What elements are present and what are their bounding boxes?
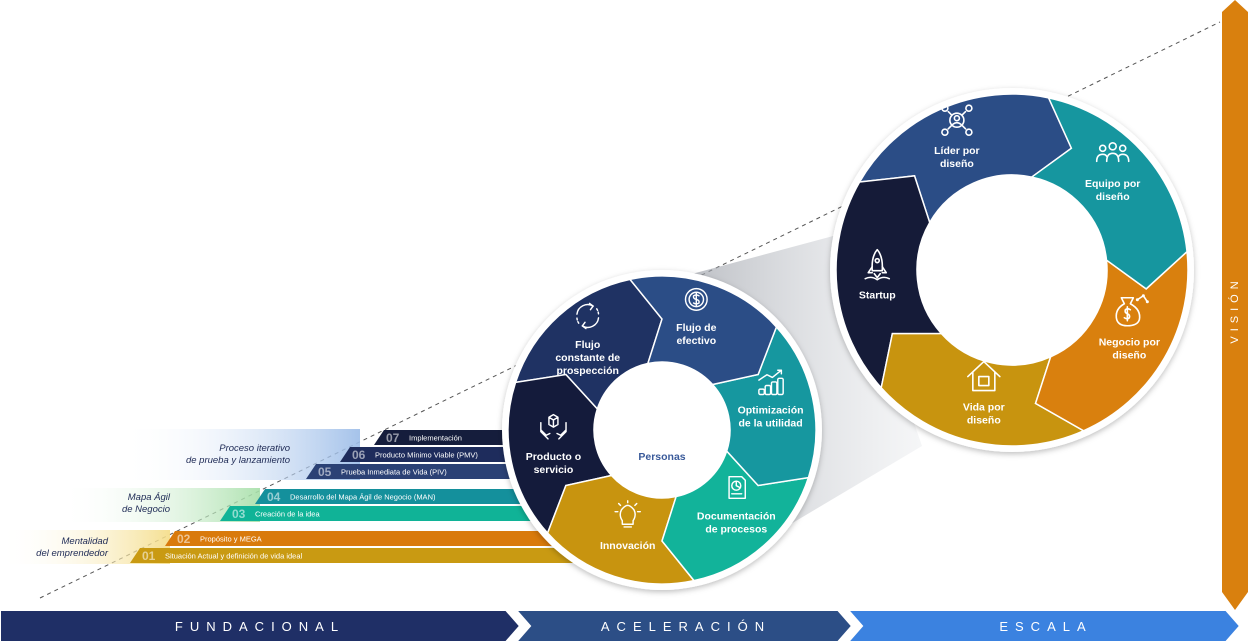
- small-ring-segment-1: [711, 325, 817, 487]
- small-ring-center: [596, 364, 728, 496]
- center-label: Personas: [638, 451, 685, 463]
- step-bar: [130, 548, 596, 563]
- step-bar: [220, 506, 596, 521]
- house-icon: [967, 360, 1001, 392]
- large-ring-segment-label: Líder por: [934, 145, 980, 157]
- small-ring-segment-0: [628, 275, 778, 386]
- group-label: de prueba y lanzamiento: [186, 455, 290, 466]
- small-ring-segment-label: Innovación: [600, 540, 655, 552]
- stage-label: ACELERACIÓN: [601, 619, 771, 634]
- step-text: Implementación: [409, 434, 462, 443]
- group-label: de Negocio: [122, 504, 170, 515]
- hands-box-icon: [540, 413, 567, 440]
- large-ring-segment-label: Equipo por: [1085, 178, 1140, 190]
- large-ring-segment-label: diseño: [1096, 191, 1130, 203]
- rocket-icon: [864, 248, 891, 281]
- step-bar: [165, 531, 596, 546]
- step-text: Creación de la idea: [255, 510, 320, 519]
- group-label: Mentalidad: [62, 536, 109, 547]
- small-ring-segment-4: [507, 373, 613, 535]
- step-number: 05: [318, 465, 332, 479]
- step-text: Situación Actual y definición de vida id…: [165, 552, 303, 561]
- step-bar: [255, 489, 596, 504]
- large-ring-segment-label: Vida por: [963, 401, 1005, 413]
- small-ring-segment-label: Producto o: [526, 451, 581, 463]
- coins-growth-icon: [758, 369, 784, 396]
- group-label: Mapa Ágil: [128, 492, 171, 503]
- team-icon: [1095, 142, 1130, 163]
- group-label: del emprendedor: [36, 548, 109, 559]
- stage-1: [513, 609, 854, 642]
- small-ring-segment-3: [546, 474, 696, 585]
- large-ring-segment-1: [1034, 250, 1189, 432]
- step-number: 01: [142, 549, 156, 563]
- stage-label: FUNDACIONAL: [175, 619, 345, 634]
- step-number: 02: [177, 532, 191, 546]
- step-number: 07: [386, 431, 400, 445]
- large-ring-segment-label: diseño: [1112, 350, 1146, 362]
- group-label: Proceso iterativo: [219, 443, 290, 454]
- large-ring-segment-label: diseño: [940, 158, 974, 170]
- stage-0: [0, 609, 522, 642]
- large-ring-segment-3: [835, 175, 944, 390]
- person-icon: [644, 400, 680, 435]
- step-text: Producto Mínimo Viable (PMV): [375, 451, 478, 460]
- money-bag-icon: [1115, 294, 1149, 327]
- small-ring-segment-label: Optimización: [738, 405, 804, 417]
- stage-2: [845, 609, 1242, 642]
- small-ring-segment-label: efectivo: [676, 335, 716, 347]
- small-ring-segment-label: Flujo de: [676, 322, 716, 334]
- large-ring-segment-label: Negocio por: [1099, 337, 1160, 349]
- step-text: Prueba Inmediata de Vida (PIV): [341, 468, 447, 477]
- cycle-arrows-icon: [576, 302, 600, 330]
- small-ring-segment-label: de la utilidad: [738, 418, 802, 430]
- step-text: Desarrollo del Mapa Ágil de Negocio (MAN…: [290, 493, 436, 502]
- dollar-coin-icon: [684, 287, 708, 311]
- small-ring-segment-label: Documentación: [697, 510, 776, 522]
- large-ring-segment-0: [1029, 96, 1188, 290]
- step-text: Propósito y MEGA: [200, 535, 262, 544]
- vision-label: VISIÓN: [1228, 276, 1241, 343]
- small-ring-segment-label: Flujo: [575, 339, 600, 351]
- stage-label: ESCALA: [999, 619, 1092, 634]
- large-ring-segment-label: Startup: [859, 289, 896, 301]
- small-ring-segment-label: prospección: [557, 365, 619, 377]
- step-number: 03: [232, 507, 246, 521]
- small-ring-segment-label: constante de: [555, 352, 620, 364]
- stage-bar: FUNDACIONAL ACELERACIÓN ESCALA: [0, 609, 1242, 642]
- large-ring-segment-label: diseño: [967, 414, 1001, 426]
- step-number: 06: [352, 448, 366, 462]
- lightbulb-icon: [614, 500, 642, 528]
- leader-network-icon: [941, 104, 973, 137]
- step-number: 04: [267, 490, 281, 504]
- vision-bar: VISIÓN: [1222, 0, 1248, 610]
- small-ring-segment-label: de procesos: [705, 523, 767, 535]
- small-ring-segment-label: servicio: [534, 464, 574, 476]
- document-icon: [728, 475, 746, 500]
